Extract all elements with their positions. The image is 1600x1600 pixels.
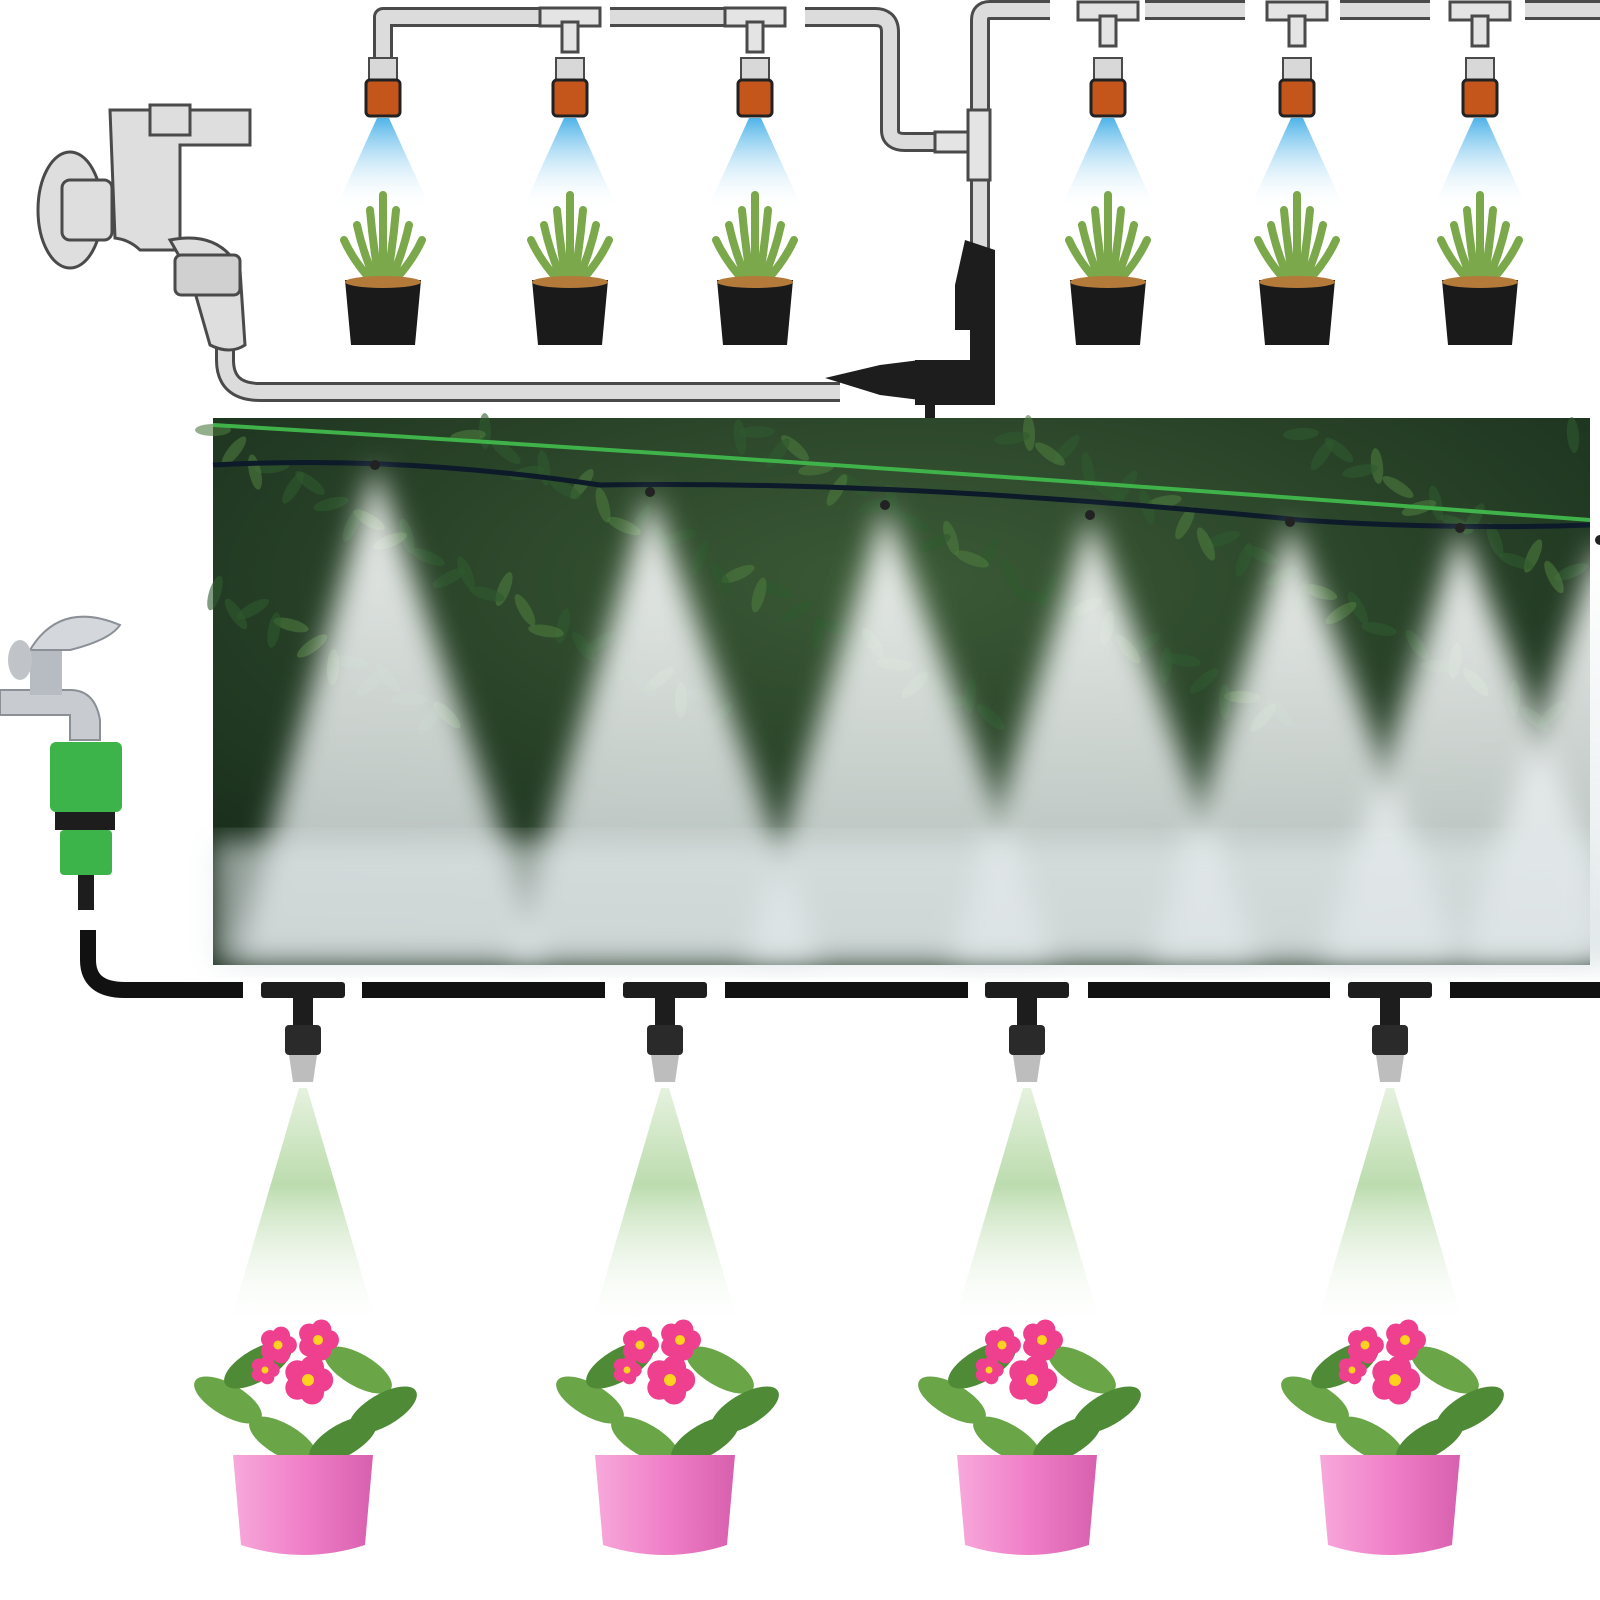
mist-plume xyxy=(235,460,545,960)
tee-connector-icon xyxy=(1265,0,1329,48)
tee-connector-icon xyxy=(1448,0,1512,48)
tee-connector-icon xyxy=(933,108,992,182)
spray-cone xyxy=(1315,1088,1465,1330)
potted-succulent-icon xyxy=(340,191,426,345)
top-sprinkler-unit xyxy=(1432,0,1528,345)
mist-nozzle-icon xyxy=(289,1055,317,1082)
faucet-icon xyxy=(0,615,122,741)
bottom-sprinkler-unit xyxy=(1281,982,1504,1555)
potted-flower-icon xyxy=(1281,1319,1504,1555)
potted-succulent-icon xyxy=(712,191,798,345)
mist-nozzle-icon xyxy=(1013,1055,1041,1082)
mist-spray-photo xyxy=(195,413,1600,965)
potted-succulent-icon xyxy=(1065,191,1151,345)
tee-connector-icon xyxy=(623,982,707,1055)
mist-nozzle-icon xyxy=(1285,517,1295,527)
bottom-hose xyxy=(80,930,1600,998)
potted-flower-icon xyxy=(556,1319,779,1555)
tee-connector-icon xyxy=(261,982,345,1055)
green-hose xyxy=(212,423,1591,522)
mist-nozzle-icon xyxy=(651,1055,679,1082)
faucet-icon xyxy=(36,103,252,352)
mist-nozzle-icon xyxy=(1089,57,1127,118)
mist-nozzle-icon xyxy=(736,57,774,118)
tee-connector-icon xyxy=(723,6,787,54)
top-sprinkler-units xyxy=(335,0,1528,345)
mist-nozzle-icon xyxy=(551,57,589,118)
potted-flower-icon xyxy=(918,1319,1141,1555)
mist-nozzle-icon xyxy=(645,487,655,497)
top-sprinkler-unit xyxy=(1060,0,1156,345)
mist-nozzle-icon xyxy=(1455,523,1465,533)
spray-cone xyxy=(590,1088,740,1330)
tee-connector-icon xyxy=(985,982,1069,1055)
mist-nozzle-icon xyxy=(1278,57,1316,118)
spray-cone xyxy=(1432,118,1528,210)
bottom-sprinkler-unit xyxy=(556,982,779,1555)
quick-adapter-icon xyxy=(50,742,122,910)
spray-cone xyxy=(228,1088,378,1330)
spray-cone xyxy=(335,118,431,210)
spray-cone xyxy=(1249,118,1345,210)
mist-nozzle-icon xyxy=(370,460,380,470)
top-pipe-network xyxy=(215,0,1600,402)
mist-nozzle-icon xyxy=(880,500,890,510)
potted-succulent-icon xyxy=(527,191,613,345)
top-sprinkler-unit xyxy=(335,57,431,345)
mist-nozzle-icon xyxy=(1461,57,1499,118)
mist-nozzle-icon xyxy=(1376,1055,1404,1082)
spray-cone xyxy=(707,118,803,210)
bottom-sprinkler-units xyxy=(194,982,1504,1555)
mist-nozzle-icon xyxy=(1085,510,1095,520)
tee-connector-icon xyxy=(1076,0,1140,48)
potted-succulent-icon xyxy=(1437,191,1523,345)
top-sprinkler-unit xyxy=(707,6,803,345)
potted-succulent-icon xyxy=(1254,191,1340,345)
tee-connector-icon xyxy=(1348,982,1432,1055)
spray-cone xyxy=(952,1088,1102,1330)
top-sprinkler-unit xyxy=(1249,0,1345,345)
spray-cone xyxy=(1060,118,1156,210)
spray-cone xyxy=(522,118,618,210)
black-hose xyxy=(212,460,1591,530)
bottom-sprinkler-unit xyxy=(194,982,417,1555)
mist-nozzle-icon xyxy=(364,57,402,118)
mist-nozzle-icon xyxy=(1595,535,1600,545)
elbow-connector-icon xyxy=(825,240,995,418)
bottom-sprinkler-unit xyxy=(918,982,1141,1555)
top-sprinkler-unit xyxy=(522,6,618,345)
potted-flower-icon xyxy=(194,1319,417,1555)
tee-connector-icon xyxy=(538,6,602,54)
